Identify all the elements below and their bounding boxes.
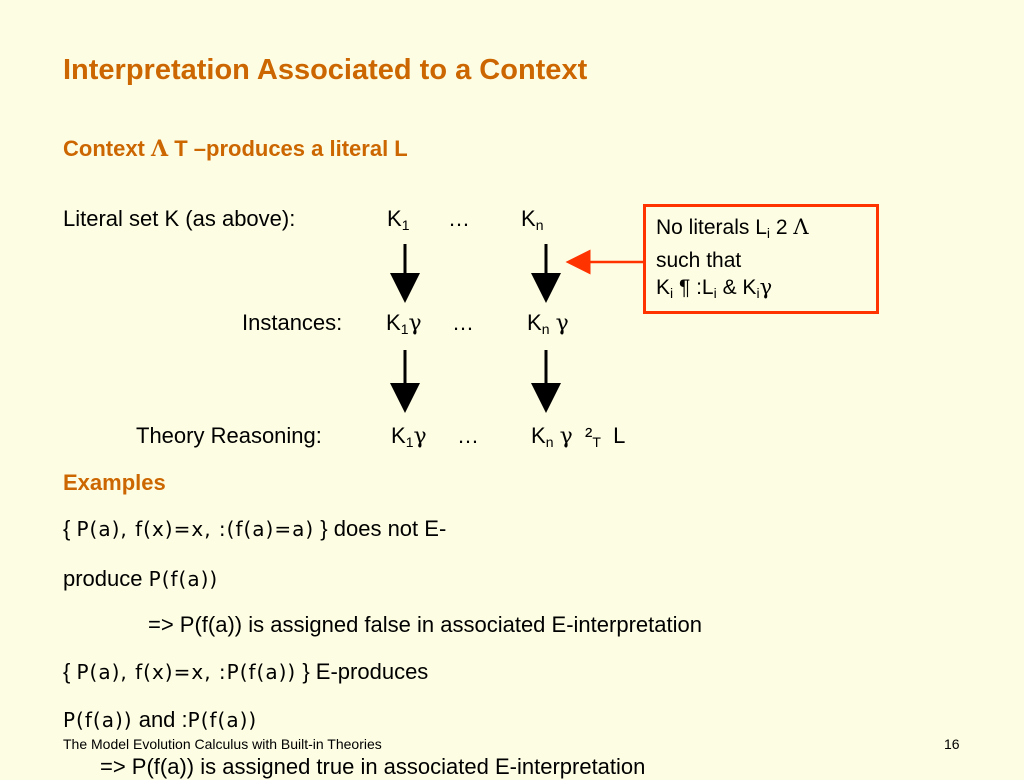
k-letter: K [656, 276, 671, 299]
instances-label: Instances: [242, 310, 343, 335]
sub-n: n [541, 321, 550, 337]
footer-title: The Model Evolution Calculus with Built-… [63, 736, 382, 752]
sub-n: n [545, 434, 554, 450]
example-1-produced-formula: P(f(a)) [148, 567, 219, 591]
example-2-produced-formula: P(f(a)) [63, 708, 133, 732]
callout-line-3: Ki ¶ :Li & Kiγ [656, 274, 866, 307]
gamma-symbol: γ [408, 311, 422, 336]
sub-1: 1 [405, 434, 414, 450]
slide-subtitle: Context Λ T –produces a literal L [63, 136, 408, 162]
example-1-line-1: { P(a), f(x)=x, :(f(a)=a) } does not E- [63, 516, 446, 542]
lambda-symbol: Λ [151, 136, 169, 162]
literal-k1: K1 [387, 206, 409, 233]
k-letter: K [387, 206, 402, 231]
entails-symbol: ² [585, 423, 593, 448]
example-2-result: => P(f(a)) is assigned true in associate… [100, 754, 646, 779]
page-number: 16 [944, 736, 960, 752]
gamma-symbol: γ [559, 424, 573, 449]
literal-kn: Kn [521, 206, 543, 233]
callout-line-1: No literals Li 2 Λ [656, 214, 866, 247]
literal-ellipsis: … [448, 206, 470, 231]
callout-text: & K [722, 276, 757, 299]
example-1-tail: } does not E- [320, 516, 447, 541]
sub-i: i [756, 285, 760, 301]
example-2-line-2: P(f(a)) and :P(f(a)) [63, 707, 257, 733]
example-2-negated-formula: P(f(a)) [187, 708, 258, 732]
sub-1: 1 [401, 217, 410, 233]
and-word: and : [138, 707, 188, 732]
sub-n: n [535, 217, 544, 233]
sub-1: 1 [400, 321, 409, 337]
k-letter: K [391, 423, 406, 448]
gamma-symbol: γ [759, 275, 773, 299]
sub-i: i [713, 285, 717, 301]
example-1-formula: P(a), f(x)=x, :(f(a)=a) [76, 517, 315, 541]
k-letter: K [527, 310, 542, 335]
instance-k1-gamma: K1γ [386, 310, 422, 337]
literal-set-label: Literal set K (as above): [63, 206, 296, 231]
instances-ellipsis: … [452, 310, 474, 335]
example-2-formula: P(a), f(x)=x, :P(f(a)) [76, 660, 297, 684]
callout-line-2: such that [656, 249, 742, 272]
theory-ellipsis: … [457, 423, 479, 448]
literal-l: L [613, 423, 626, 448]
brace-open: { [63, 516, 71, 541]
gamma-symbol: γ [555, 311, 569, 336]
produce-word: produce [63, 566, 143, 591]
sub-i: i [670, 285, 674, 301]
gamma-symbol: γ [413, 424, 427, 449]
theory-k1-gamma: K1γ [391, 423, 427, 450]
brace-open: { [63, 659, 71, 684]
sub-t: T [592, 434, 601, 450]
callout-text: 2 [775, 216, 788, 239]
theory-kn-gamma-entails: Kn γ ²T L [531, 423, 625, 450]
sub-i: i [766, 225, 771, 241]
example-2-line-1: { P(a), f(x)=x, :P(f(a)) } E-produces [63, 659, 428, 685]
slide-title: Interpretation Associated to a Context [63, 54, 588, 86]
examples-heading: Examples [63, 470, 166, 495]
example-1-line-2: produce P(f(a)) [63, 566, 218, 592]
k-letter: K [531, 423, 546, 448]
instance-kn-gamma: Kn γ [527, 310, 569, 337]
k-letter: K [521, 206, 536, 231]
k-letter: K [386, 310, 401, 335]
callout-text: No literals L [656, 216, 767, 239]
callout-text: ¶ :L [678, 276, 714, 299]
example-1-result: => P(f(a)) is assigned false in associat… [148, 612, 702, 637]
example-2-tail: } E-produces [302, 659, 429, 684]
callout-box: No literals Li 2 Λ such that Ki ¶ :Li & … [643, 204, 879, 314]
lambda-symbol: Λ [793, 215, 809, 239]
subtitle-suffix: T –produces a literal L [174, 136, 408, 161]
subtitle-prefix: Context [63, 136, 145, 161]
theory-label: Theory Reasoning: [136, 423, 322, 448]
